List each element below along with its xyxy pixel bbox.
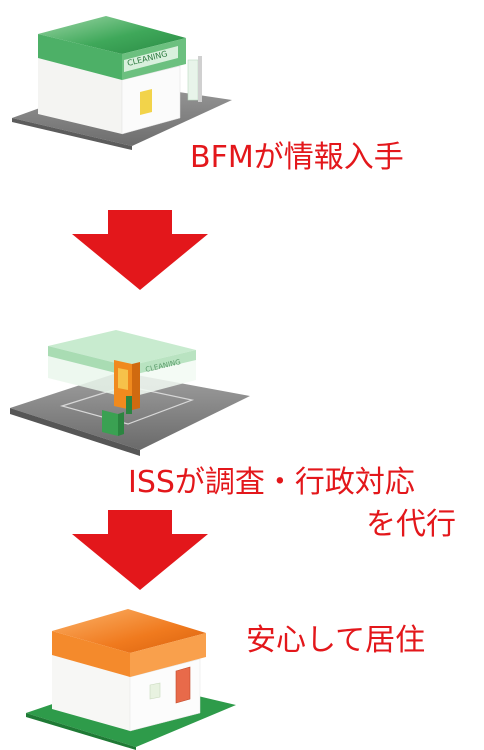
step3-house-illustration — [0, 595, 250, 750]
step1-caption: BFMが情報入手 — [190, 140, 404, 175]
step3-caption: 安心して居住 — [246, 623, 426, 658]
step2-caption-line1: ISSが調査・行政対応 — [128, 465, 415, 500]
step2-building-illustration: CLEANING — [0, 310, 260, 465]
step2-caption-line2: を代行 — [366, 507, 456, 542]
down-arrow-icon — [70, 510, 210, 590]
step1-building-illustration: CLEANING — [0, 0, 240, 150]
down-arrow-icon — [70, 210, 210, 290]
